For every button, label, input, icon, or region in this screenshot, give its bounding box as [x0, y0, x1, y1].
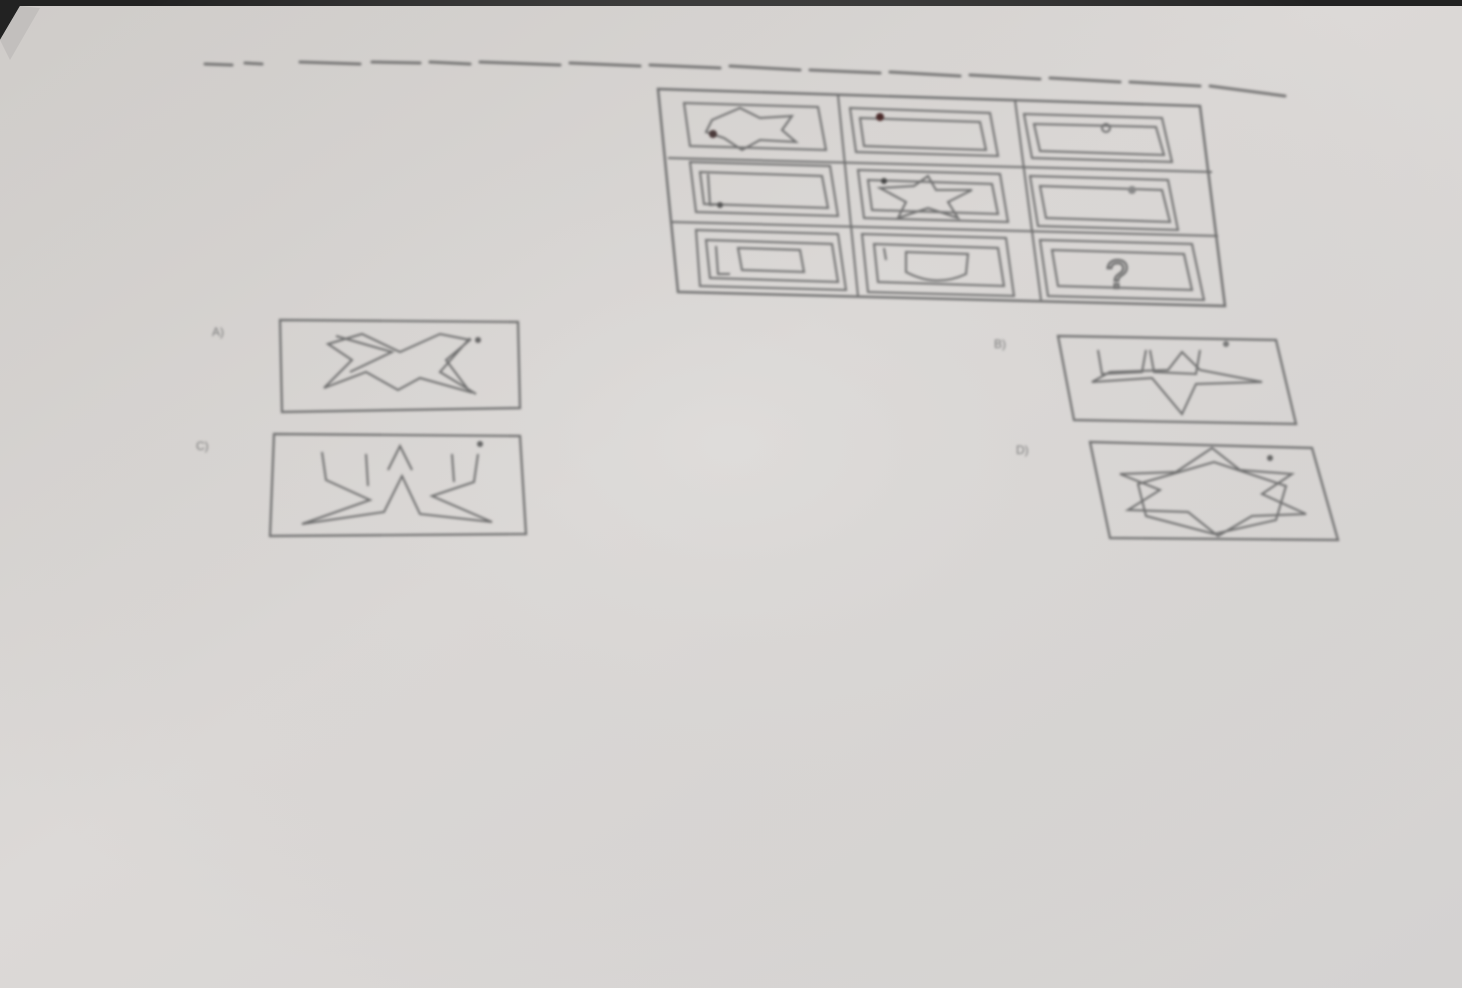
dot-icon — [1128, 186, 1136, 194]
option-d-frame — [1090, 442, 1338, 540]
option-c-star-figure — [302, 446, 492, 524]
dot-icon — [876, 113, 884, 121]
cell-r1c1 — [684, 103, 826, 150]
cell-r3c3: ? — [1040, 240, 1204, 300]
option-a-frame — [280, 320, 520, 412]
cell-r1c2 — [850, 108, 998, 156]
option-a-star-figure — [324, 334, 476, 394]
cell-r2c3 — [1030, 176, 1178, 230]
question-mark: ? — [1106, 253, 1128, 297]
square-icon — [738, 248, 804, 272]
option-c-dot — [477, 441, 483, 447]
option-b-dot — [1223, 341, 1229, 347]
option-d-star-figure — [1120, 448, 1306, 536]
option-d[interactable]: D) — [1016, 442, 1338, 540]
option-a[interactable]: A) — [212, 320, 520, 412]
shield-icon — [906, 252, 968, 281]
option-a-dot — [475, 337, 481, 343]
cell-r2c2 — [858, 170, 1008, 222]
option-d-label: D) — [1016, 443, 1029, 457]
star-icon — [706, 108, 796, 150]
option-b[interactable]: B) — [994, 336, 1296, 424]
matrix-col-line — [838, 95, 858, 296]
option-a-label: A) — [212, 325, 224, 339]
puzzle-matrix: ? — [658, 89, 1225, 306]
option-b-label: B) — [994, 337, 1006, 351]
cell-r2c1 — [690, 162, 838, 216]
option-c-label: C) — [196, 439, 209, 453]
option-c[interactable]: C) — [196, 434, 526, 536]
cell-r3c2 — [862, 234, 1014, 296]
option-b-star-figure — [1092, 350, 1262, 414]
cell-r1c3 — [1024, 114, 1172, 162]
cell-r3c1 — [696, 230, 846, 290]
option-d-dot — [1267, 455, 1273, 461]
matrix-col-line — [1015, 100, 1041, 300]
